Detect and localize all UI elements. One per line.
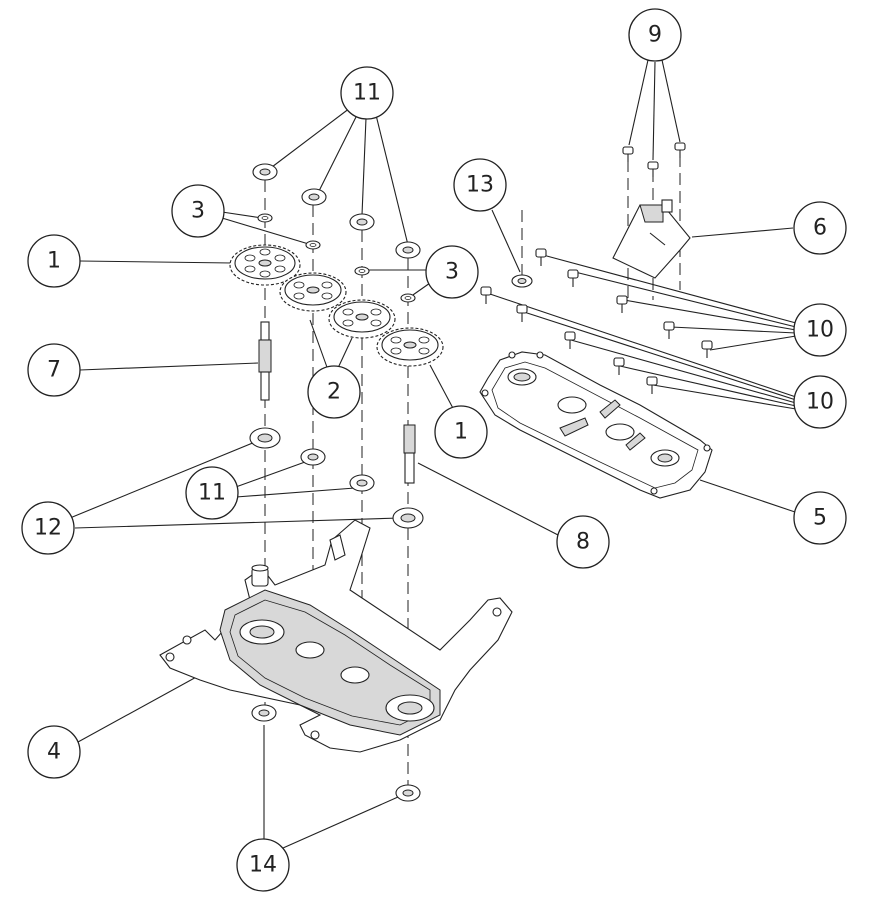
washers-part-3 [257,213,416,303]
bracket-part-6 [612,199,691,279]
callout-3-right: 3 [425,245,479,299]
svg-text:14: 14 [249,853,277,878]
bearing-12-a [249,427,281,449]
gear-2-b [328,299,396,339]
callout-7: 7 [27,343,81,397]
gears [229,244,444,367]
bearing-11-e [300,448,326,466]
shafts [258,321,416,484]
callout-3-left: 3 [171,184,225,238]
callout-2: 2 [307,365,361,419]
gear-2-a [279,272,347,312]
callouts: 11 3 3 1 1 2 7 12 11 8 4 14 13 9 6 10 10… [21,8,847,892]
screws-part-9 [622,142,686,177]
svg-text:6: 6 [813,216,827,241]
svg-text:3: 3 [445,260,459,285]
svg-text:7: 7 [47,358,61,383]
svg-text:10: 10 [806,390,834,415]
spacer-part-13 [511,274,533,288]
svg-text:3: 3 [191,199,205,224]
bearing-14-b [395,784,421,802]
callout-8: 8 [556,515,610,569]
svg-text:1: 1 [47,249,61,274]
leader-lines [69,59,797,849]
svg-text:10: 10 [806,318,834,343]
gear-1-right [376,327,444,367]
bearing-11-f [349,474,375,492]
bearing-14-a [251,704,277,722]
svg-text:8: 8 [576,530,590,555]
callout-11-bottom: 11 [185,466,239,520]
bearing-11-a [252,163,278,181]
bolts-part-10 [480,248,713,394]
shaft-part-8 [403,424,416,484]
svg-text:11: 11 [198,481,226,506]
callout-12: 12 [21,501,75,555]
callout-4: 4 [27,725,81,779]
cover-plate-part-5 [479,351,713,499]
callout-13: 13 [453,158,507,212]
bearing-11-b [301,188,327,206]
svg-text:9: 9 [648,23,662,48]
base-frame-part-4 [159,519,513,753]
callout-6: 6 [793,201,847,255]
bearing-11-c [349,213,375,231]
svg-text:13: 13 [466,173,494,198]
callout-14: 14 [236,838,290,892]
callout-5: 5 [793,491,847,545]
callout-9: 9 [628,8,682,62]
gear-1-left [229,244,301,286]
callout-10-top: 10 [793,303,847,357]
svg-text:5: 5 [813,506,827,531]
callout-10-bottom: 10 [793,375,847,429]
svg-text:1: 1 [454,420,468,445]
svg-text:4: 4 [47,740,61,765]
callout-11-top: 11 [340,66,394,120]
bearings [249,163,424,802]
bearing-12-b [392,507,424,529]
svg-text:12: 12 [34,516,62,541]
callout-1-left: 1 [27,234,81,288]
bearing-11-d [395,241,421,259]
shaft-part-7 [258,321,272,401]
svg-text:2: 2 [327,380,341,405]
callout-1-right: 1 [434,405,488,459]
svg-text:11: 11 [353,81,381,106]
